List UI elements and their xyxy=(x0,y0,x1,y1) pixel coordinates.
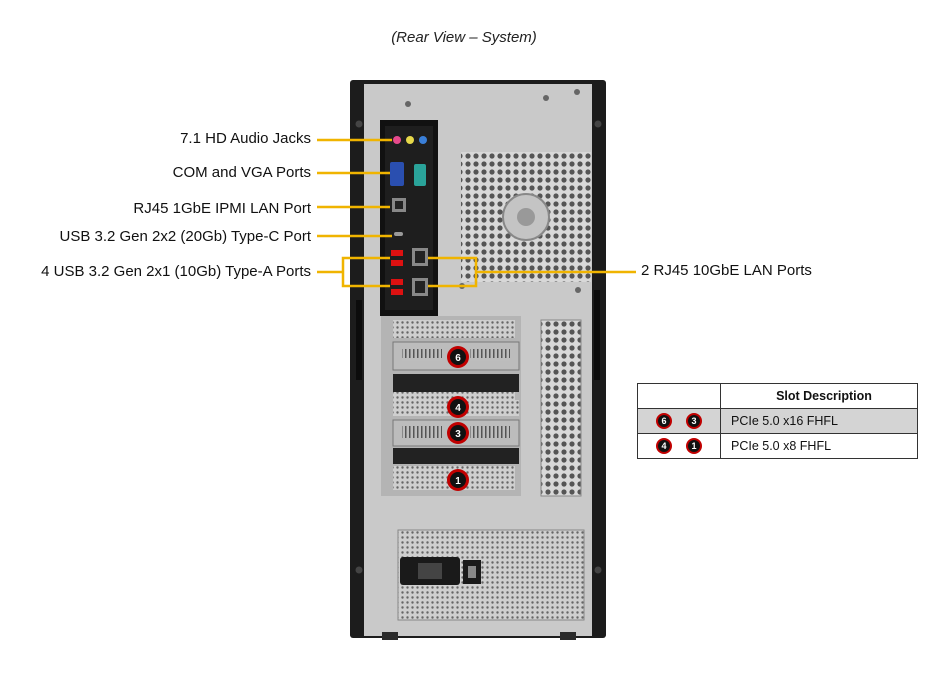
callout-lines xyxy=(317,138,636,288)
power-supply xyxy=(397,529,585,621)
slot-number-1: 1 xyxy=(455,476,461,487)
figure-title: (Rear View – System) xyxy=(391,29,537,46)
label-ipmi-port: RJ45 1GbE IPMI LAN Port xyxy=(133,200,311,217)
label-10gbe-ports: 2 RJ45 10GbE LAN Ports xyxy=(641,262,812,279)
slot-badge: 1 xyxy=(686,438,702,454)
rear-fan-grille xyxy=(461,152,591,282)
label-usb-a-ports: 4 USB 3.2 Gen 2x1 (10Gb) Type-A Ports xyxy=(41,263,311,280)
slot-number-3: 3 xyxy=(455,429,461,440)
slot-badge-6: 6 xyxy=(447,346,469,368)
side-vent xyxy=(540,319,582,497)
slot-number-4: 4 xyxy=(455,403,461,414)
table-header: Slot Description xyxy=(720,383,918,409)
label-usb-c-port: USB 3.2 Gen 2x2 (20Gb) Type-C Port xyxy=(59,228,311,245)
slot-badge: 3 xyxy=(686,413,702,429)
slot-badge: 4 xyxy=(656,438,672,454)
slot-badge: 6 xyxy=(656,413,672,429)
io-shield xyxy=(380,120,438,316)
slot-badge-1: 1 xyxy=(447,469,469,491)
slot-number-6: 6 xyxy=(455,353,461,364)
label-com-vga: COM and VGA Ports xyxy=(172,164,311,181)
slot-desc: PCIe 5.0 x16 FHFL xyxy=(720,408,918,434)
slot-badge-3: 3 xyxy=(447,422,469,444)
slot-desc: PCIe 5.0 x8 FHFL xyxy=(720,433,918,459)
slot-badge-4: 4 xyxy=(447,396,469,418)
table-header-blank xyxy=(637,383,721,409)
label-audio-jacks: 7.1 HD Audio Jacks xyxy=(180,130,311,147)
